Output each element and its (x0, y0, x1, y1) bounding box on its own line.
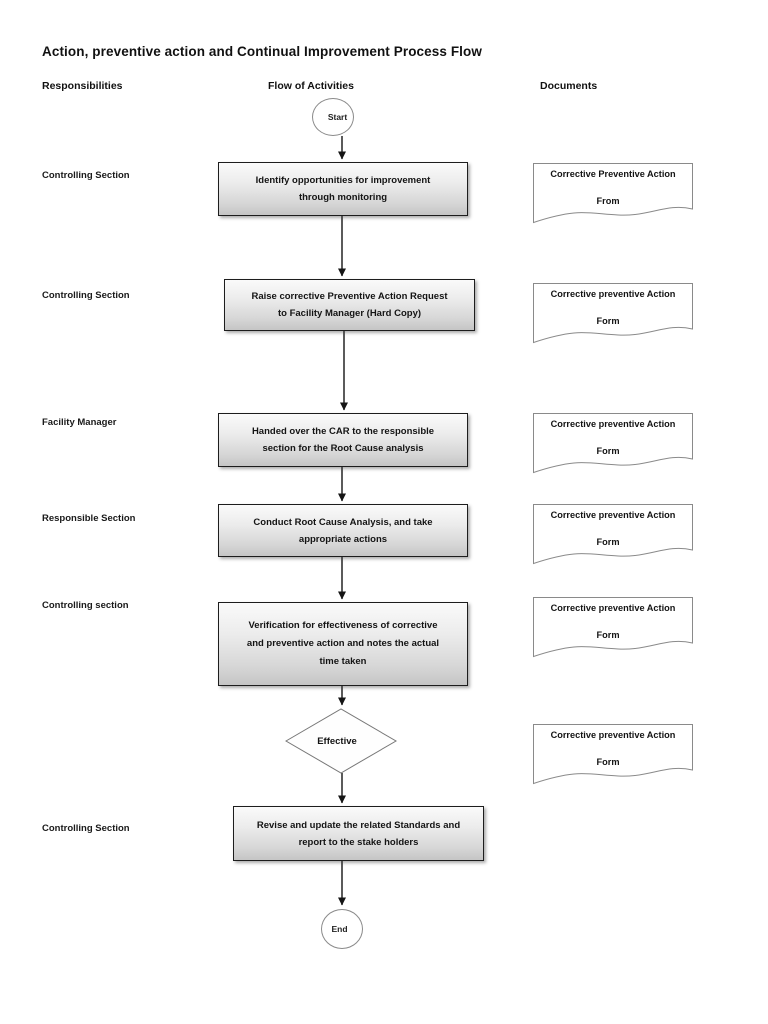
document-icon (533, 597, 693, 658)
process-box-root-cause-analysis: Conduct Root Cause Analysis, and take ap… (218, 504, 468, 557)
responsibility-label: Controlling Section (42, 823, 130, 834)
process-box-text: Verification for effectiveness of correc… (248, 620, 438, 631)
process-box-text: through monitoring (298, 192, 388, 203)
responsibility-label: Controlling Section (42, 170, 130, 181)
process-box-verification: Verification for effectiveness of correc… (218, 602, 468, 686)
document-shape: Corrective preventive Action Form (533, 283, 693, 345)
responsibility-label: Controlling Section (42, 290, 130, 301)
decision-diamond-effective: Effective (285, 708, 397, 774)
process-box-text: and preventive action and notes the actu… (246, 638, 440, 649)
document-subtitle: Form (596, 630, 620, 640)
document-shape: Corrective preventive Action Form (533, 724, 693, 786)
page-title: Action, preventive action and Continual … (42, 44, 482, 59)
diamond-shape (285, 708, 397, 774)
document-title: Corrective preventive Action (550, 510, 676, 520)
process-box-text: report to the stake holders (298, 836, 419, 848)
document-title: Corrective preventive Action (550, 730, 676, 740)
document-title: Corrective preventive Action (550, 603, 676, 613)
process-box-text: time taken (319, 656, 367, 667)
document-subtitle: Form (596, 446, 620, 456)
document-icon (533, 283, 693, 344)
process-box-raise-car: Raise corrective Preventive Action Reque… (224, 279, 475, 331)
process-box-text: appropriate actions (298, 533, 388, 545)
process-box-revise-standards: Revise and update the related Standards … (233, 806, 484, 861)
document-shape: Corrective preventive Action Form (533, 413, 693, 475)
process-box-text: Raise corrective Preventive Action Reque… (251, 291, 448, 302)
end-label: End (331, 924, 348, 934)
document-title: Corrective Preventive Action (550, 169, 676, 179)
document-subtitle: Form (596, 757, 620, 767)
process-box-identify-opportunities: Identify opportunities for improvement t… (218, 162, 468, 216)
document-shape: Corrective preventive Action Form (533, 504, 693, 566)
document-subtitle: Form (596, 537, 620, 547)
document-icon (533, 163, 693, 224)
document-icon (533, 504, 693, 565)
responsibility-label: Responsible Section (42, 513, 136, 524)
column-header-flow: Flow of Activities (268, 80, 354, 92)
document-subtitle: Form (596, 316, 620, 326)
document-subtitle: From (596, 196, 620, 206)
process-box-text: section for the Root Cause analysis (262, 443, 424, 454)
start-terminator: Start (312, 98, 354, 136)
document-icon (533, 724, 693, 785)
document-shape: Corrective preventive Action Form (533, 597, 693, 659)
document-title: Corrective preventive Action (550, 419, 676, 429)
column-header-responsibilities: Responsibilities (42, 80, 123, 92)
process-box-text: Revise and update the related Standards … (256, 819, 461, 831)
process-box-text: Identify opportunities for improvement (255, 175, 431, 186)
process-box-text: Handed over the CAR to the responsible (251, 426, 435, 437)
document-icon (533, 413, 693, 474)
document-shape: Corrective Preventive Action From (533, 163, 693, 225)
document-title: Corrective preventive Action (550, 289, 676, 299)
end-terminator: End (321, 909, 363, 949)
responsibility-label: Facility Manager (42, 417, 117, 428)
responsibility-label: Controlling section (42, 600, 129, 611)
process-box-hand-over-car: Handed over the CAR to the responsible s… (218, 413, 468, 467)
column-header-documents: Documents (540, 80, 598, 92)
decision-label: Effective (317, 735, 357, 747)
start-label: Start (327, 112, 348, 122)
process-box-text: to Facility Manager (Hard Copy) (277, 308, 422, 319)
process-box-text: Conduct Root Cause Analysis, and take (253, 516, 433, 528)
